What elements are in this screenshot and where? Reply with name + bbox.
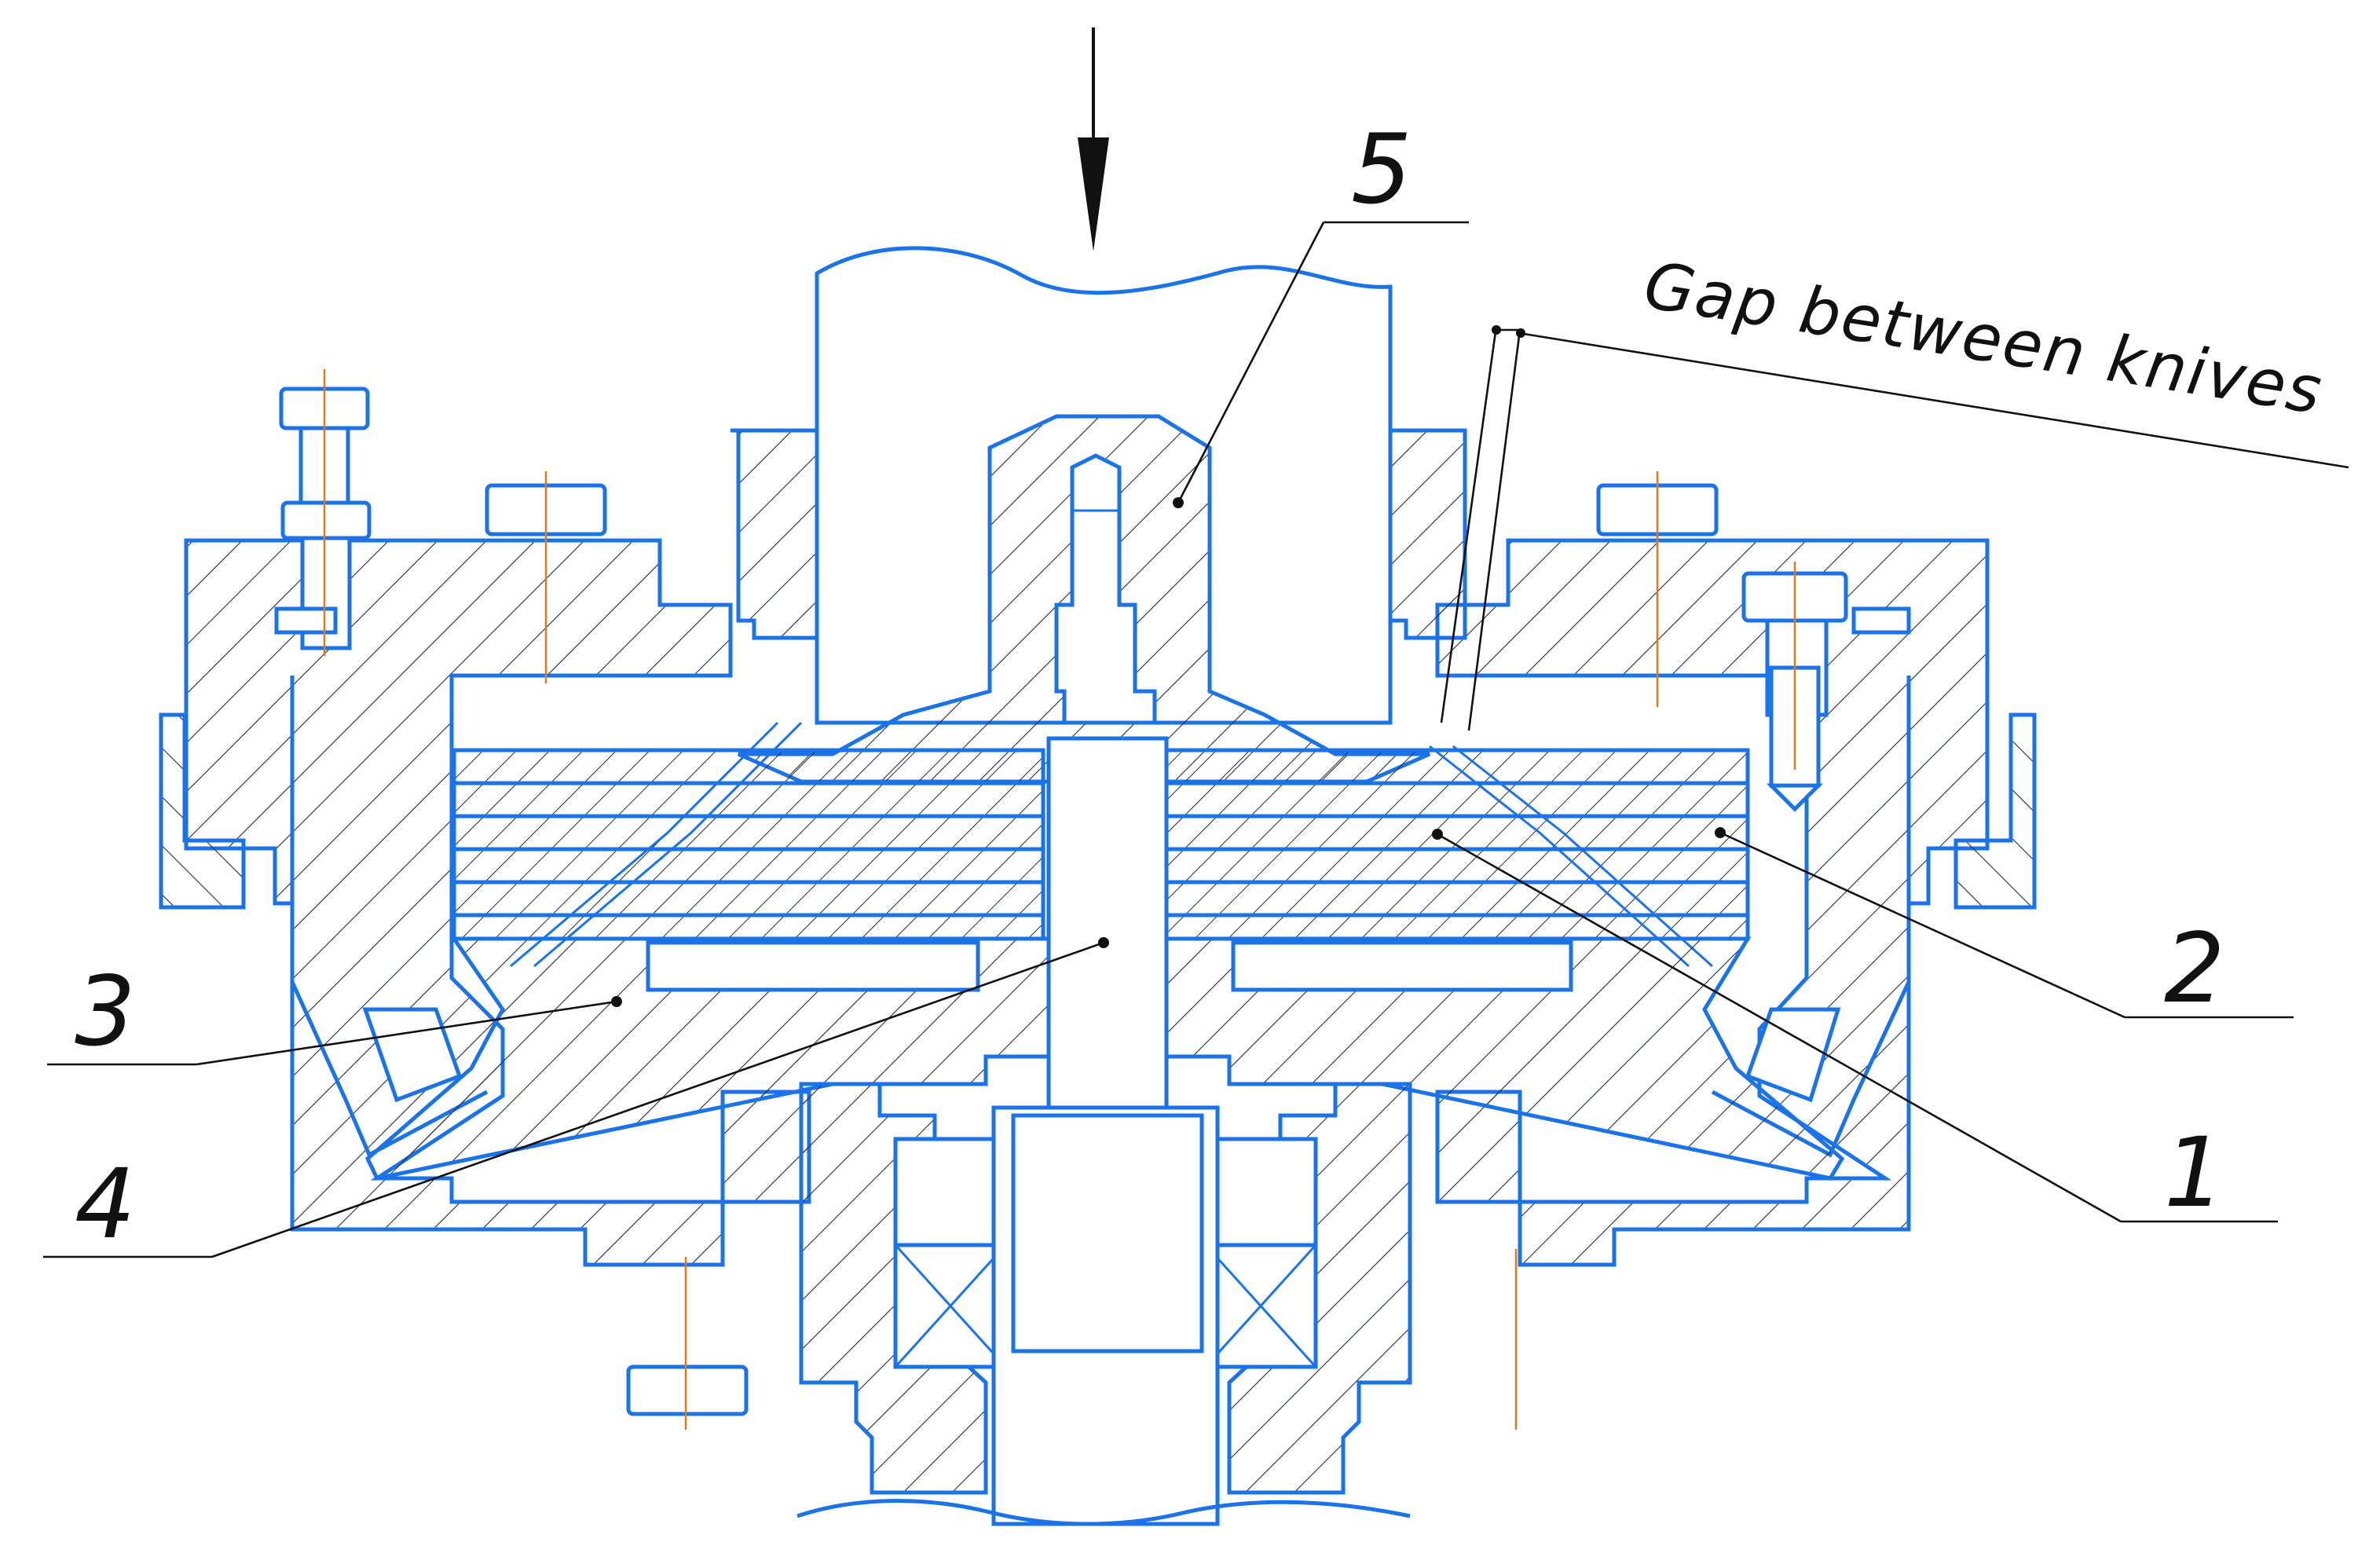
label-2: 2 [1715,827,2294,1024]
shaft [1046,736,1169,1110]
label-4: 4 [43,937,1109,1260]
load-arrow [1078,27,1109,251]
label-5: 5 [1173,114,1469,508]
gap-annotation-label: Gap between knives [1639,248,2328,429]
centerlines [323,369,1796,1430]
part-5-label: 5 [1351,114,1412,225]
rotor-hub [737,414,1431,784]
bearing-housing [626,1082,1412,1526]
part-1-label: 1 [2164,1117,2225,1229]
label-1: 1 [1432,829,2278,1229]
label-3: 3 [47,956,622,1068]
part-2-label: 2 [2164,913,2225,1024]
top-cover-bolts [274,386,1911,812]
part-4-label: 4 [75,1148,136,1260]
lower-rotor [362,936,1845,1181]
knife-stack [452,721,1750,968]
part-3-label: 3 [75,956,136,1068]
